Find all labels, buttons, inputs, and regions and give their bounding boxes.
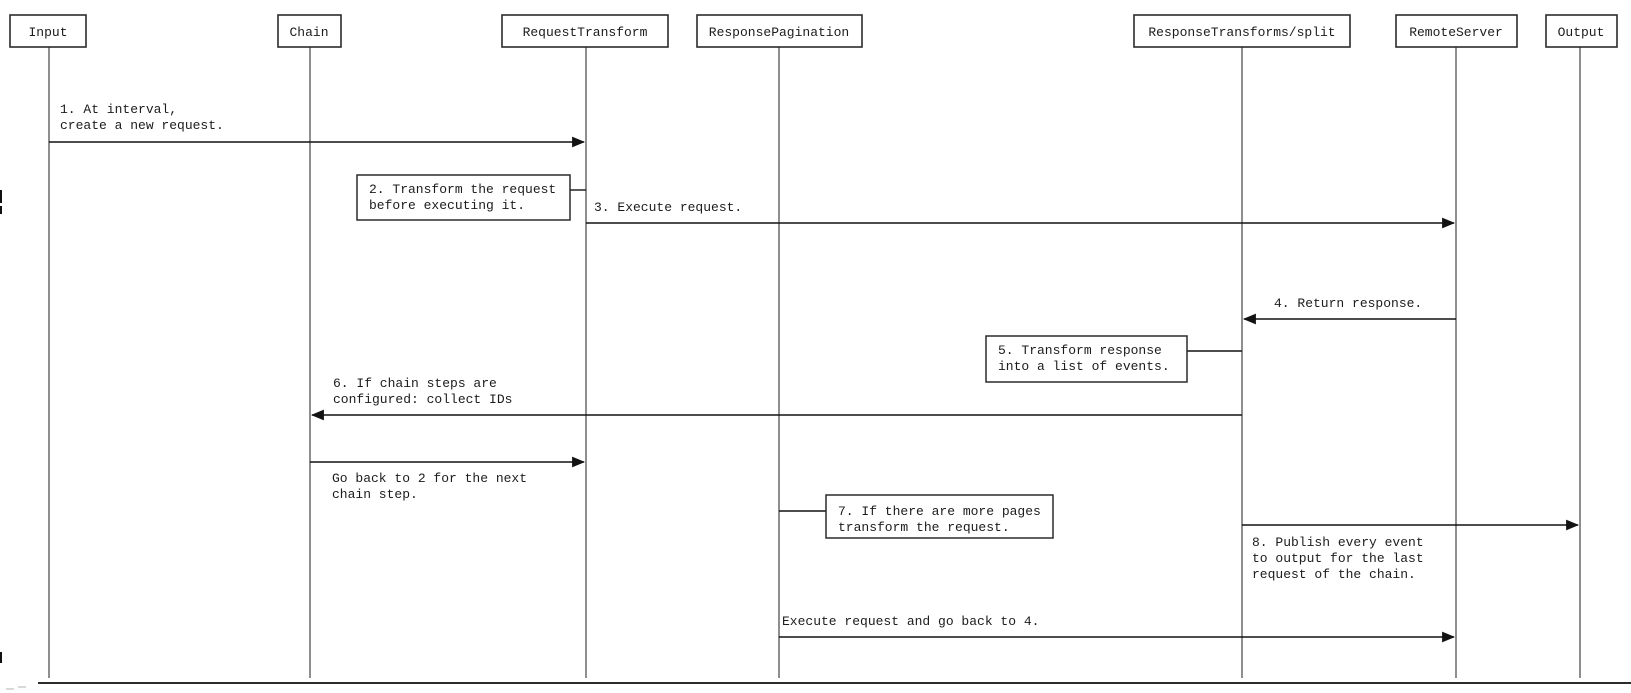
participant-label-remote-server: RemoteServer xyxy=(1409,25,1503,40)
message-m7: Go back to 2 for the next chain step. xyxy=(310,456,586,502)
message-label-m7-line1: Go back to 2 for the next xyxy=(332,471,527,486)
left-edge-artifact xyxy=(0,652,2,663)
participant-label-response-transforms-split: ResponseTransforms/split xyxy=(1148,25,1335,40)
message-label-m7-line2: chain step. xyxy=(332,487,418,502)
message-label-m9-line1: Execute request and go back to 4. xyxy=(782,614,1039,629)
participant-box-request-transform xyxy=(501,14,669,48)
note-label-n5-line2: into a list of events. xyxy=(998,359,1170,374)
message-m1: 1. At interval, create a new request. xyxy=(49,102,586,148)
participant-box-response-transforms-split xyxy=(1133,14,1351,48)
left-edge-artifact xyxy=(0,206,2,214)
participant-label-response-pagination: ResponsePagination xyxy=(709,25,849,40)
message-label-m8-line3: request of the chain. xyxy=(1252,567,1416,582)
note-label-n5-line1: 5. Transform response xyxy=(998,343,1162,358)
participant-input: Input xyxy=(9,14,87,48)
note-label-n2-line2: before executing it. xyxy=(369,198,525,213)
message-label-m1-line2: create a new request. xyxy=(60,118,224,133)
participant-box-chain xyxy=(277,14,342,48)
participant-remote-server: RemoteServer xyxy=(1395,14,1518,48)
message-m3: 3. Execute request. xyxy=(586,200,1456,229)
participant-box-input xyxy=(9,14,87,48)
note-n7: 7. If there are more pages transform the… xyxy=(779,494,1054,539)
message-label-m4-line1: 4. Return response. xyxy=(1274,296,1422,311)
participant-box-response-pagination xyxy=(696,14,863,48)
note-label-n2-line1: 2. Transform the request xyxy=(369,182,556,197)
message-m9: Execute request and go back to 4. xyxy=(779,614,1456,643)
participant-label-input: Input xyxy=(28,25,67,40)
note-label-n7-line2: transform the request. xyxy=(838,520,1010,535)
participant-label-output: Output xyxy=(1558,25,1605,40)
note-box-n2 xyxy=(356,174,571,221)
participant-request-transform: RequestTransform xyxy=(501,14,669,48)
left-edge-artifact xyxy=(0,190,2,203)
participant-chain: Chain xyxy=(277,14,342,48)
message-m8: 8. Publish every event to output for the… xyxy=(1242,519,1580,582)
participant-box-remote-server xyxy=(1395,14,1518,48)
message-label-m6-line2: configured: collect IDs xyxy=(333,392,512,407)
note-label-n7-line1: 7. If there are more pages xyxy=(838,504,1041,519)
note-n2: 2. Transform the request before executin… xyxy=(356,174,586,221)
message-label-m3-line1: 3. Execute request. xyxy=(594,200,742,215)
message-label-m6-line1: 6. If chain steps are xyxy=(333,376,497,391)
message-m6: 6. If chain steps are configured: collec… xyxy=(310,376,1242,421)
participant-label-chain: Chain xyxy=(289,25,328,40)
message-label-m1-line1: 1. At interval, xyxy=(60,102,177,117)
message-label-m8-line2: to output for the last xyxy=(1252,551,1424,566)
message-label-m8-line1: 8. Publish every event xyxy=(1252,535,1424,550)
participant-box-output xyxy=(1545,14,1618,48)
participant-label-request-transform: RequestTransform xyxy=(523,25,648,40)
message-m4: 4. Return response. xyxy=(1242,296,1456,325)
participant-response-pagination: ResponsePagination xyxy=(696,14,863,48)
note-box-n5 xyxy=(985,335,1188,383)
participant-response-transforms-split: ResponseTransforms/split xyxy=(1133,14,1351,48)
note-n5: 5. Transform response into a list of eve… xyxy=(985,335,1242,383)
note-box-n7 xyxy=(825,494,1054,539)
participant-output: Output xyxy=(1545,14,1618,48)
